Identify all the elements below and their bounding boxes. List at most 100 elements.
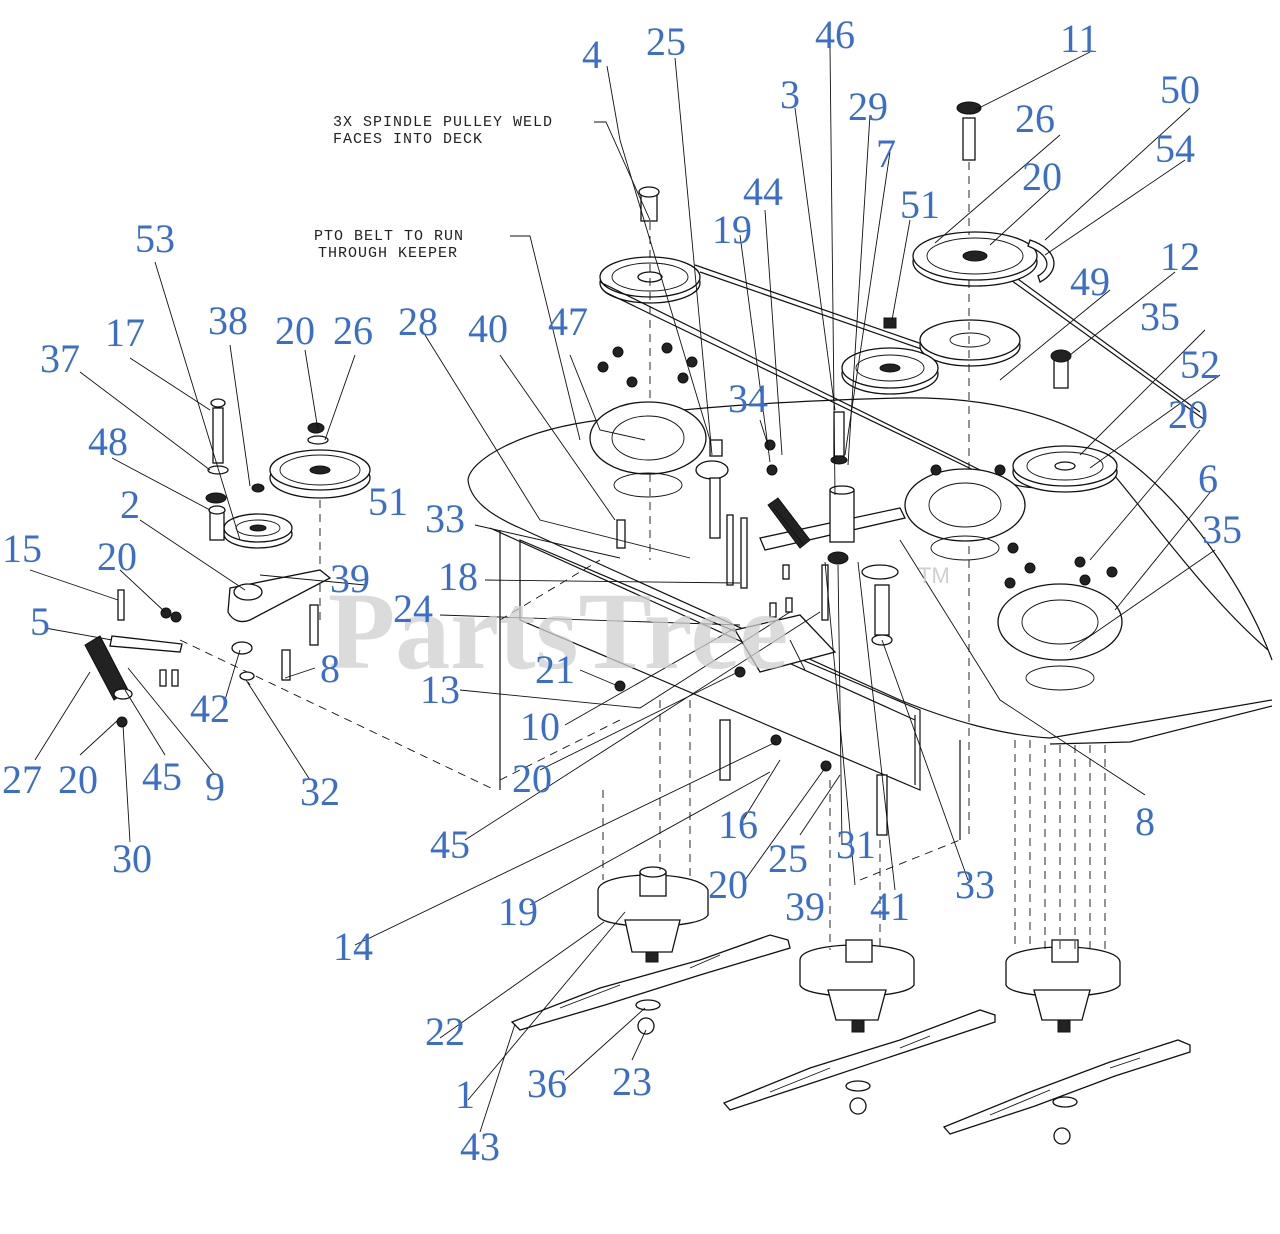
callout-13: 13 — [420, 667, 460, 712]
callout-33b: 33 — [955, 862, 995, 907]
callout-21: 21 — [535, 647, 575, 692]
callout-1: 1 — [455, 1072, 475, 1117]
spring-center — [767, 497, 811, 549]
spindle-plate-right — [997, 583, 1123, 691]
callout-20f: 20 — [512, 756, 552, 801]
notes: 3X SPINDLE PULLEY WELD FACES INTO DECK P… — [314, 114, 553, 262]
spindle-pulley-right — [1012, 349, 1118, 493]
spindle-pulley-left — [599, 186, 701, 560]
callout-50: 50 — [1160, 67, 1200, 112]
idler-pulley-left — [269, 422, 371, 620]
callout-12: 12 — [1160, 234, 1200, 279]
callout-20a: 20 — [1022, 154, 1062, 199]
callout-37: 37 — [40, 336, 80, 381]
callout-8b: 8 — [1135, 799, 1155, 844]
callout-34: 34 — [728, 376, 768, 421]
alignment-lines — [659, 700, 1106, 950]
callout-19b: 19 — [712, 207, 752, 252]
callout-38: 38 — [208, 298, 248, 343]
spindle-plate-left — [589, 401, 707, 498]
callout-46: 46 — [815, 12, 855, 57]
callout-32: 32 — [300, 769, 340, 814]
callout-20e: 20 — [58, 757, 98, 802]
callout-45a: 45 — [142, 754, 182, 799]
callout-18: 18 — [438, 554, 478, 599]
callout-35a: 35 — [1140, 294, 1180, 339]
callout-44: 44 — [743, 169, 783, 214]
hex-nuts — [116, 342, 1118, 772]
spindle-note-line1: 3X SPINDLE PULLEY WELD — [333, 114, 553, 131]
callout-33a: 33 — [425, 496, 465, 541]
callout-3: 3 — [780, 72, 800, 117]
callout-47: 47 — [548, 299, 588, 344]
callout-20d: 20 — [97, 534, 137, 579]
callout-54: 54 — [1155, 126, 1195, 171]
callout-20c: 20 — [275, 308, 315, 353]
callout-39b: 39 — [785, 884, 825, 929]
callout-9: 9 — [205, 764, 225, 809]
watermark-text: PartsTree — [328, 570, 788, 692]
callout-26a: 26 — [1015, 96, 1055, 141]
blade-left — [510, 934, 791, 1035]
spring-left — [84, 589, 183, 701]
callout-31: 31 — [836, 822, 876, 867]
idler-arm-center — [695, 411, 906, 551]
idler-pulley-small — [223, 483, 293, 549]
blade-right — [942, 1039, 1191, 1145]
callout-2: 2 — [120, 482, 140, 527]
callout-28: 28 — [398, 299, 438, 344]
bolt-17-stack — [205, 398, 229, 541]
callout-39a: 39 — [330, 556, 370, 601]
callout-41: 41 — [870, 884, 910, 929]
callout-48: 48 — [88, 419, 128, 464]
callout-52: 52 — [1180, 342, 1220, 387]
callout-6: 6 — [1198, 456, 1218, 501]
callout-4: 4 — [582, 32, 602, 77]
spindle-center — [799, 939, 915, 1033]
callout-20g: 20 — [708, 862, 748, 907]
callout-11: 11 — [1060, 16, 1099, 61]
callout-36: 36 — [527, 1061, 567, 1106]
callout-16: 16 — [718, 802, 758, 847]
center-pulleys — [841, 231, 1055, 395]
callout-43: 43 — [460, 1124, 500, 1169]
callout-42: 42 — [190, 686, 230, 731]
spindle-right — [1005, 939, 1121, 1033]
callout-53: 53 — [135, 216, 175, 261]
callout-45b: 45 — [430, 822, 470, 867]
callout-8a: 8 — [320, 646, 340, 691]
callout-51b: 51 — [368, 479, 408, 524]
callout-24: 24 — [393, 586, 433, 631]
callout-35b: 35 — [1202, 507, 1242, 552]
idler-arm-left — [227, 569, 332, 681]
callout-7: 7 — [876, 131, 896, 176]
callout-27: 27 — [2, 757, 42, 802]
callout-23: 23 — [612, 1059, 652, 1104]
watermark: PartsTree TM — [328, 563, 950, 692]
callout-29: 29 — [848, 84, 888, 129]
pto-note-line1: PTO BELT TO RUN — [314, 228, 464, 245]
spindle-left — [597, 790, 709, 963]
callout-10: 10 — [520, 704, 560, 749]
callouts: 1 2 3 4 5 6 7 8 8 9 10 11 12 13 14 15 16… — [2, 12, 1242, 1169]
spindle-plate-center — [904, 468, 1026, 561]
callout-25b: 25 — [768, 836, 808, 881]
callout-51a: 51 — [900, 182, 940, 227]
callout-14: 14 — [333, 924, 373, 969]
callout-20b: 20 — [1168, 392, 1208, 437]
pto-note-line2: THROUGH KEEPER — [318, 245, 458, 262]
callout-30: 30 — [112, 836, 152, 881]
trademark-text: TM — [918, 563, 950, 588]
callout-22: 22 — [425, 1009, 465, 1054]
callout-49: 49 — [1070, 259, 1110, 304]
callout-19a: 19 — [498, 889, 538, 934]
blade-center — [722, 1009, 996, 1115]
spindle-note-line2: FACES INTO DECK — [333, 131, 483, 148]
posts — [281, 514, 899, 836]
callout-17: 17 — [105, 310, 145, 355]
callout-26b: 26 — [333, 308, 373, 353]
callout-40: 40 — [468, 306, 508, 351]
leader-lines — [29, 47, 1221, 1133]
